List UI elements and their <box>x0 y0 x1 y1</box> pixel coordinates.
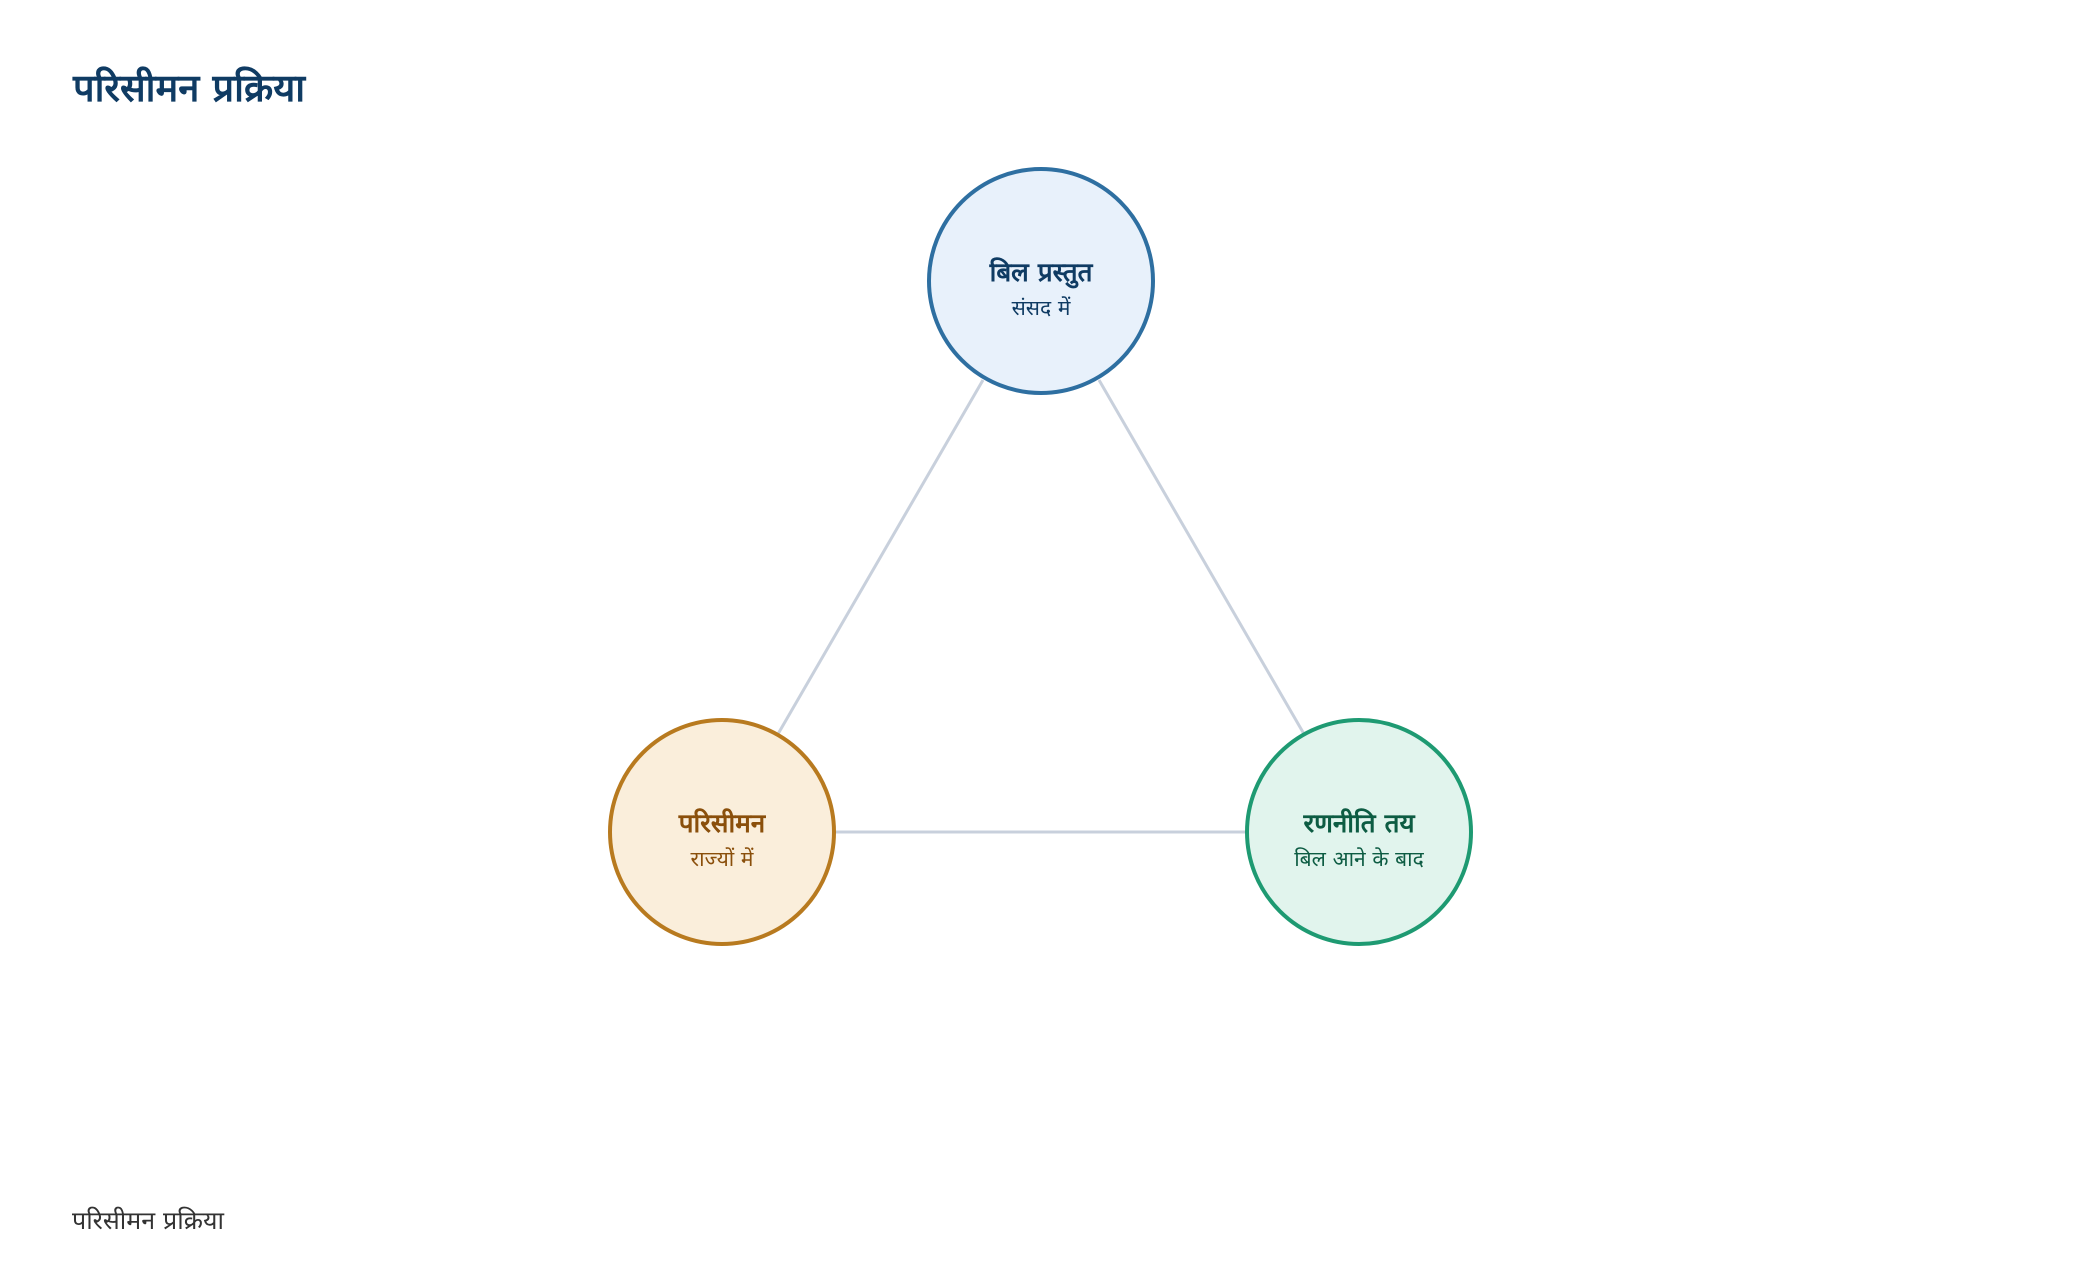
node-bill-title: बिल प्रस्तुत <box>989 257 1094 289</box>
edge-bill-to-delimitation <box>776 379 985 735</box>
node-delimitation: परिसीमन राज्यों में <box>608 718 836 946</box>
node-delimitation-subtitle: राज्यों में <box>691 847 754 871</box>
node-strategy-circle <box>1245 718 1473 946</box>
node-bill-circle <box>927 167 1155 395</box>
node-delimitation-title: परिसीमन <box>678 808 767 839</box>
edges-layer <box>776 379 1306 834</box>
edge-bill-to-strategy <box>1097 379 1306 735</box>
node-bill: बिल प्रस्तुत संसद में <box>927 167 1155 395</box>
node-delimitation-circle <box>608 718 836 946</box>
footer-caption: परिसीमन प्रक्रिया <box>72 1206 224 1235</box>
node-strategy-subtitle: बिल आने के बाद <box>1294 847 1424 871</box>
page-title: परिसीमन प्रक्रिया <box>73 66 306 110</box>
node-bill-subtitle: संसद में <box>1012 296 1071 320</box>
node-strategy: रणनीति तय बिल आने के बाद <box>1245 718 1473 946</box>
node-strategy-title: रणनीति तय <box>1302 808 1415 839</box>
